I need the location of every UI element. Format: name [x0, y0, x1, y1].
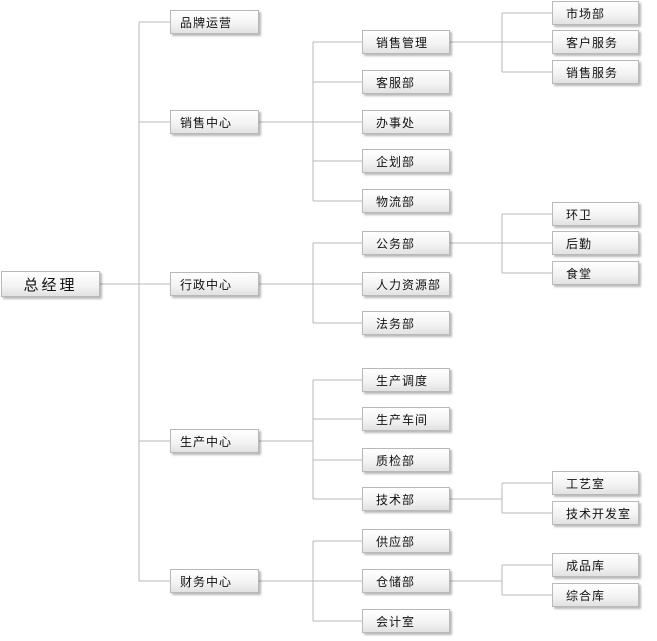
- org-node-office[interactable]: 办事处: [362, 110, 450, 134]
- org-node-qc[interactable]: 质检部: [362, 448, 450, 472]
- org-node-canteen[interactable]: 食堂: [552, 261, 639, 285]
- org-node-tech[interactable]: 技术部: [362, 487, 450, 511]
- org-node-production[interactable]: 生产中心: [170, 429, 259, 453]
- org-node-customer_svc[interactable]: 客服部: [362, 70, 450, 94]
- org-node-marketing[interactable]: 市场部: [552, 1, 639, 25]
- org-node-hr[interactable]: 人力资源部: [362, 272, 450, 296]
- org-node-logistics[interactable]: 物流部: [362, 189, 450, 213]
- org-node-tech_dev_room[interactable]: 技术开发室: [552, 501, 639, 525]
- org-node-finance[interactable]: 财务中心: [170, 569, 259, 593]
- org-node-sales_service[interactable]: 销售服务: [552, 60, 639, 84]
- org-node-sales[interactable]: 销售中心: [170, 110, 259, 134]
- org-node-accounting[interactable]: 会计室: [362, 609, 450, 633]
- org-node-general_affairs[interactable]: 公务部: [362, 231, 450, 255]
- org-node-legal[interactable]: 法务部: [362, 311, 450, 335]
- org-node-sanitation[interactable]: 环卫: [552, 202, 639, 226]
- org-node-sales_mgmt[interactable]: 销售管理: [362, 30, 450, 54]
- org-node-root[interactable]: 总经理: [1, 271, 100, 297]
- org-node-finished_goods[interactable]: 成品库: [552, 553, 639, 577]
- org-node-brand[interactable]: 品牌运营: [170, 10, 259, 34]
- org-node-scheduling[interactable]: 生产调度: [362, 368, 450, 392]
- org-node-process_room[interactable]: 工艺室: [552, 471, 639, 495]
- org-node-cust_service[interactable]: 客户服务: [552, 30, 639, 54]
- org-node-supply[interactable]: 供应部: [362, 529, 450, 553]
- org-node-workshop[interactable]: 生产车间: [362, 407, 450, 431]
- org-node-logistics_support[interactable]: 后勤: [552, 231, 639, 255]
- org-node-general_store[interactable]: 综合库: [552, 583, 639, 607]
- org-node-warehouse[interactable]: 仓储部: [362, 569, 450, 593]
- org-node-admin[interactable]: 行政中心: [170, 272, 259, 296]
- org-node-planning[interactable]: 企划部: [362, 149, 450, 173]
